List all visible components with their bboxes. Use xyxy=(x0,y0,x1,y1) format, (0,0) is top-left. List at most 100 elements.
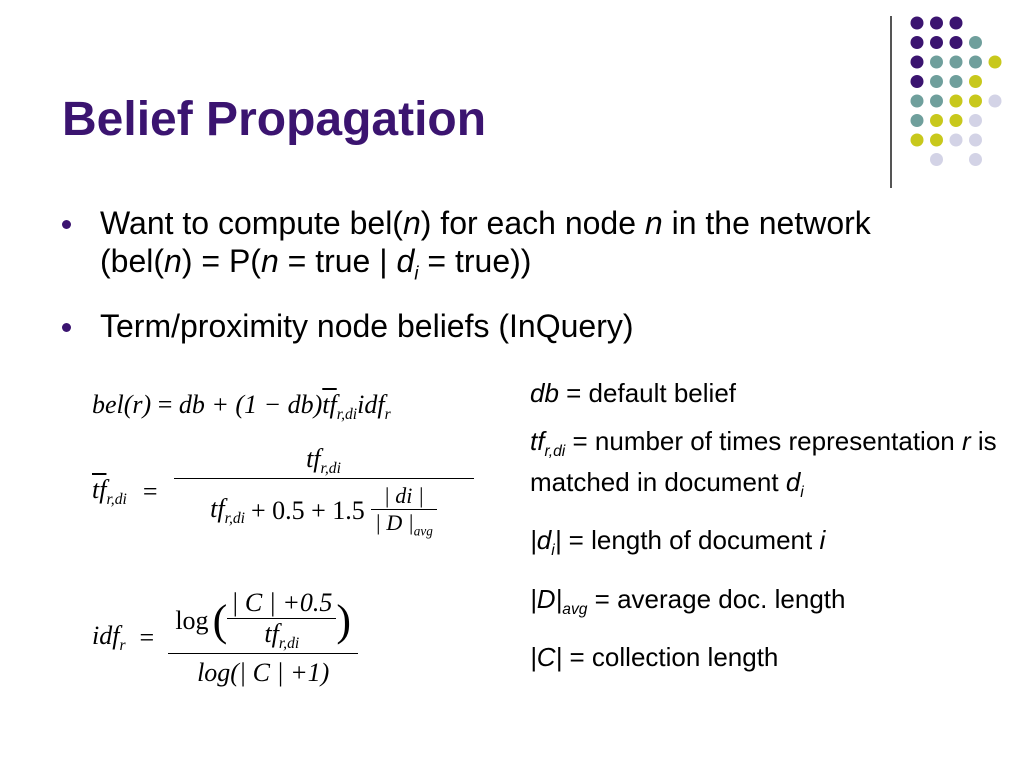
bullet-text: Want to compute bel( xyxy=(100,205,403,241)
formula-tf-normalized: tfr,di = tfr,di tfr,di + 0.5 + 1.5 | di … xyxy=(92,444,474,540)
bullet-text: ) for each node xyxy=(420,205,645,241)
formula-inner-numerator: | di | xyxy=(383,483,424,509)
formula-equals: = xyxy=(139,623,155,653)
definition-term: tf xyxy=(530,426,545,456)
formula-subscript: avg xyxy=(413,523,433,539)
decorative-dot xyxy=(910,55,924,69)
definition-text: = average doc. length xyxy=(587,583,846,614)
bullet-item: Term/proximity node beliefs (InQuery) xyxy=(62,307,962,345)
decorative-dot xyxy=(988,55,1002,69)
decorative-dot xyxy=(969,133,982,147)
formula-log: log xyxy=(175,605,209,635)
decorative-dot xyxy=(930,153,943,166)
variable-n: n xyxy=(644,205,663,241)
definition-variable: r xyxy=(961,426,971,456)
formula-inner-denominator: | D | xyxy=(374,510,414,536)
slide-title: Belief Propagation xyxy=(62,93,487,146)
definition-subscript: i xyxy=(800,484,804,502)
decorative-dot xyxy=(949,16,963,30)
formula-equals: = xyxy=(157,390,173,419)
formula-subscript: r,di xyxy=(320,460,341,478)
formula-subscript: r xyxy=(384,406,391,424)
decorative-dot xyxy=(969,75,982,88)
formula-constants: + 0.5 + 1.5 xyxy=(250,496,365,526)
formula-denominator-term: tf xyxy=(210,494,225,524)
formula-fraction: tfr,di tfr,di + 0.5 + 1.5 | di | | D |av… xyxy=(173,444,474,540)
formula-numerator: tf xyxy=(306,444,321,473)
decorative-dot xyxy=(930,133,943,147)
definition-tf: tfr,di = number of times representation … xyxy=(530,426,1000,508)
divider-line xyxy=(890,16,892,188)
decorative-dot xyxy=(949,36,963,49)
subscript-i: i xyxy=(414,263,419,285)
formula-denominator: log(| C | +1) xyxy=(197,658,330,688)
definition-term: |D| xyxy=(530,583,563,614)
variable-d: d xyxy=(396,243,415,279)
definition-subscript: r,di xyxy=(544,443,566,461)
decorative-dot xyxy=(910,133,924,147)
formula-inner-fraction: | di | | D |avg xyxy=(370,483,437,539)
decorative-dot xyxy=(949,55,963,69)
bullet-text: Term/proximity node beliefs (InQuery) xyxy=(100,308,634,345)
formula-lhs: idf xyxy=(92,621,120,650)
formula-subscript: r xyxy=(119,637,126,655)
definition-text: = default belief xyxy=(558,378,736,408)
decorative-dot xyxy=(910,75,924,88)
decorative-dot xyxy=(949,114,963,127)
definition-text: = length of document xyxy=(561,525,820,556)
bullet-item: Want to compute bel(n) for each node n i… xyxy=(62,204,962,293)
formula-lhs: bel(r) xyxy=(92,390,152,419)
formula-tf-bar: tf xyxy=(322,390,337,419)
definition-term: |C| xyxy=(530,641,563,672)
decorative-dot xyxy=(969,55,982,69)
definition-doc-length: |di| = length of document i xyxy=(530,525,1000,566)
decorative-dot xyxy=(910,114,924,127)
paren-right: ) xyxy=(336,595,352,645)
decorative-dot xyxy=(969,94,982,108)
formula-subscript: r,di xyxy=(278,635,300,653)
decorative-dot xyxy=(969,153,982,166)
definitions-list: db = default belief tfr,di = number of t… xyxy=(530,378,1000,690)
definition-collection-length: |C| = collection length xyxy=(530,642,1000,673)
formula-lhs: tf xyxy=(92,474,107,504)
decorative-dot xyxy=(930,94,943,108)
bullet-list: Want to compute bel(n) for each node n i… xyxy=(62,204,962,359)
decorative-dot xyxy=(910,16,924,30)
definition-subscript: avg xyxy=(562,600,588,618)
formula-subscript: r,di xyxy=(106,490,127,508)
definition-term: db xyxy=(530,378,559,408)
formula-inner-numerator: | C | +0.5 xyxy=(231,588,333,617)
formula-subscript: r,di xyxy=(224,510,245,528)
decorative-dot xyxy=(949,75,963,88)
variable-n: n xyxy=(164,243,182,279)
definition-text: is matched in document xyxy=(530,426,997,498)
decorative-dot xyxy=(969,36,982,49)
formula-term: db + (1 − db) xyxy=(178,390,323,419)
decorative-dot xyxy=(949,94,963,108)
decorative-dot xyxy=(988,94,1002,108)
variable-n: n xyxy=(402,205,421,241)
definition-text: = collection length xyxy=(562,641,779,672)
formula-bel: bel(r) = db + (1 − db)tfr,diidfr xyxy=(92,390,391,424)
variable-n: n xyxy=(260,243,279,279)
decorative-dot xyxy=(949,133,963,147)
decorative-dot xyxy=(930,75,943,88)
decorative-dot xyxy=(969,114,982,127)
formula-subscript: r,di xyxy=(336,406,358,424)
bullet-icon xyxy=(62,323,71,333)
definition-variable: i xyxy=(819,525,826,556)
definition-variable: d xyxy=(785,467,801,498)
formula-inner-fraction: | C | +0.5 tfr,di xyxy=(227,588,337,653)
decorative-dot xyxy=(930,36,943,49)
formula-idf: idf xyxy=(357,390,385,419)
decorative-dot xyxy=(910,94,924,108)
definition-text: = number of times representation xyxy=(565,426,962,456)
definition-term: | xyxy=(554,525,562,556)
decorative-dot xyxy=(930,114,943,127)
bullet-icon xyxy=(62,220,71,229)
formula-idf: idfr = log ( | C | +0.5 tfr,di ) log(| C… xyxy=(92,588,359,688)
formula-inner-denominator: tf xyxy=(264,619,279,648)
decorative-dot xyxy=(930,16,943,30)
paren-left: ( xyxy=(212,595,228,645)
formula-equals: = xyxy=(142,476,158,506)
